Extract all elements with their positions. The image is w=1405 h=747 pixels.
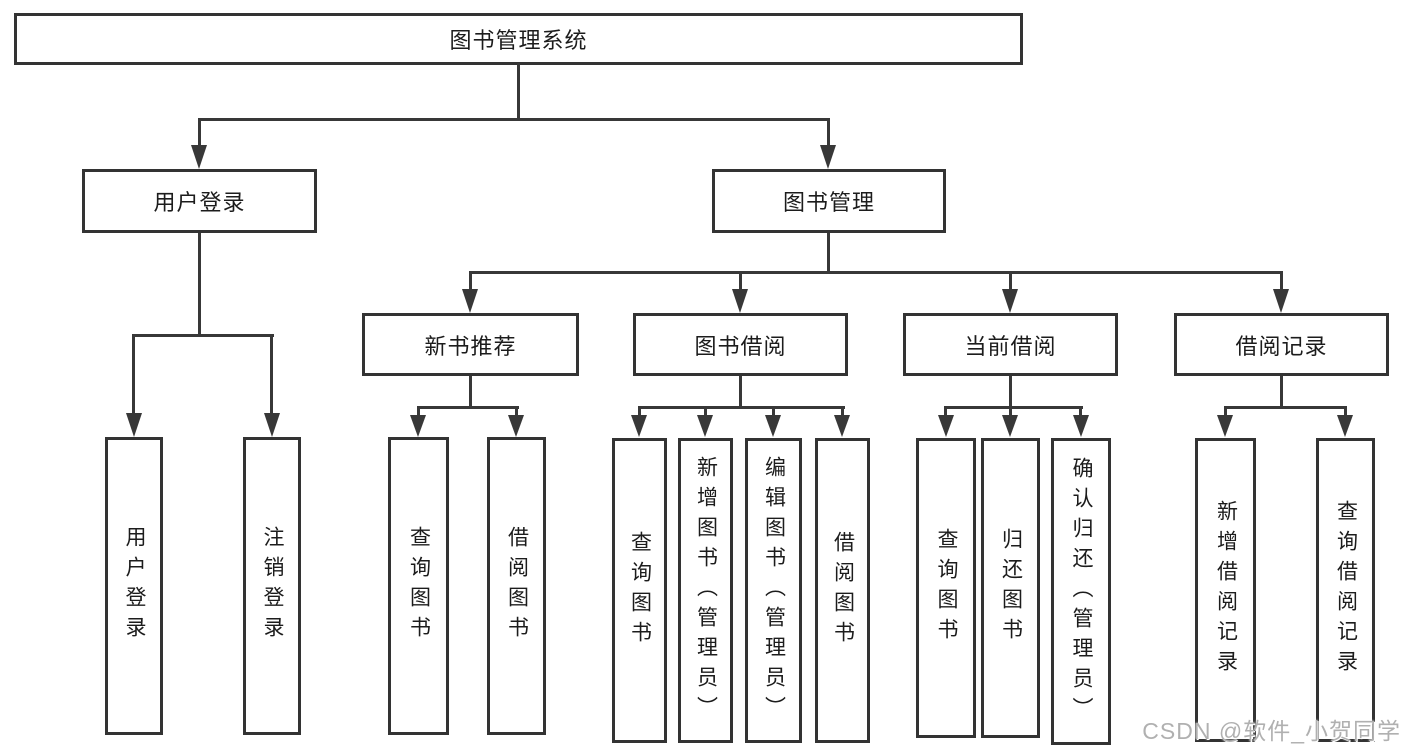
arrow-down — [697, 415, 713, 437]
connector-user-login-stem — [198, 233, 201, 336]
connector-line — [1344, 406, 1347, 417]
arrow-to-book-management — [820, 145, 836, 169]
leaf-logout: 注销登录 — [243, 437, 301, 735]
connector-records-stem — [1280, 376, 1283, 409]
connector-user-login-branch — [133, 334, 274, 337]
connector-line — [1280, 271, 1283, 291]
connector-line — [1079, 406, 1082, 417]
connector-line — [638, 406, 641, 417]
connector-bookborrow-stem — [739, 376, 742, 409]
connector-currentborrow-branch — [944, 406, 1083, 409]
leaf-borrow-books-2: 借阅图书 — [815, 438, 870, 743]
arrow-down — [834, 415, 850, 437]
leaf-borrow-books-1: 借阅图书 — [487, 437, 546, 735]
arrow-down — [732, 289, 748, 313]
connector-line — [1224, 406, 1227, 417]
connector-currentborrow-stem — [1009, 376, 1012, 409]
arrow-down — [1273, 289, 1289, 313]
connector-line — [944, 406, 947, 417]
connector-line — [270, 334, 273, 414]
node-book-management: 图书管理 — [712, 169, 946, 233]
node-library-system: 图书管理系统 — [14, 13, 1023, 65]
connector-level3-branch — [469, 271, 1283, 274]
arrow-down — [938, 415, 954, 437]
connector-to-user-login — [198, 118, 201, 147]
leaf-confirm-return-admin: 确认归还（管理员） — [1051, 438, 1111, 745]
connector-bookborrow-branch — [638, 406, 845, 409]
connector-line — [772, 406, 775, 417]
connector-newbook-branch — [417, 406, 519, 409]
connector-root-stem — [517, 63, 520, 120]
arrow-down — [264, 413, 280, 437]
arrow-down — [126, 413, 142, 437]
connector-line — [841, 406, 844, 417]
arrow-down — [1002, 289, 1018, 313]
leaf-add-books-admin: 新增图书（管理员） — [678, 438, 733, 743]
leaf-return-books: 归还图书 — [981, 438, 1040, 738]
leaf-query-books-1: 查询图书 — [388, 437, 449, 735]
connector-line — [1009, 406, 1012, 417]
connector-line — [515, 406, 518, 417]
connector-line — [469, 271, 472, 291]
connector-line — [739, 271, 742, 291]
arrow-down — [1217, 415, 1233, 437]
node-book-borrowing: 图书借阅 — [633, 313, 848, 376]
connector-line — [704, 406, 707, 417]
leaf-query-borrow-record: 查询借阅记录 — [1316, 438, 1375, 742]
leaf-add-borrow-record: 新增借阅记录 — [1195, 438, 1256, 742]
connector-line — [1009, 271, 1012, 291]
leaf-query-books-2: 查询图书 — [612, 438, 667, 743]
connector-line — [132, 334, 135, 414]
leaf-query-books-3: 查询图书 — [916, 438, 976, 738]
connector-newbook-stem — [469, 376, 472, 409]
arrow-to-user-login — [191, 145, 207, 169]
arrow-down — [631, 415, 647, 437]
arrow-down — [1002, 415, 1018, 437]
leaf-edit-books-admin: 编辑图书（管理员） — [745, 438, 802, 743]
connector-to-book-management — [827, 118, 830, 147]
connector-level2-branch — [198, 118, 830, 121]
arrow-down — [1337, 415, 1353, 437]
csdn-watermark: CSDN @软件_小贺同学 — [1142, 718, 1401, 744]
connector-line — [417, 406, 420, 417]
arrow-down — [765, 415, 781, 437]
connector-book-management-stem — [827, 233, 830, 273]
node-user-login: 用户登录 — [82, 169, 317, 233]
leaf-user-login: 用户登录 — [105, 437, 163, 735]
arrow-down — [1073, 415, 1089, 437]
connector-records-branch — [1224, 406, 1347, 409]
node-current-borrowing: 当前借阅 — [903, 313, 1118, 376]
arrow-down — [462, 289, 478, 313]
arrow-down — [410, 415, 426, 437]
arrow-down — [508, 415, 524, 437]
node-new-book-recommend: 新书推荐 — [362, 313, 579, 376]
node-borrowing-records: 借阅记录 — [1174, 313, 1389, 376]
